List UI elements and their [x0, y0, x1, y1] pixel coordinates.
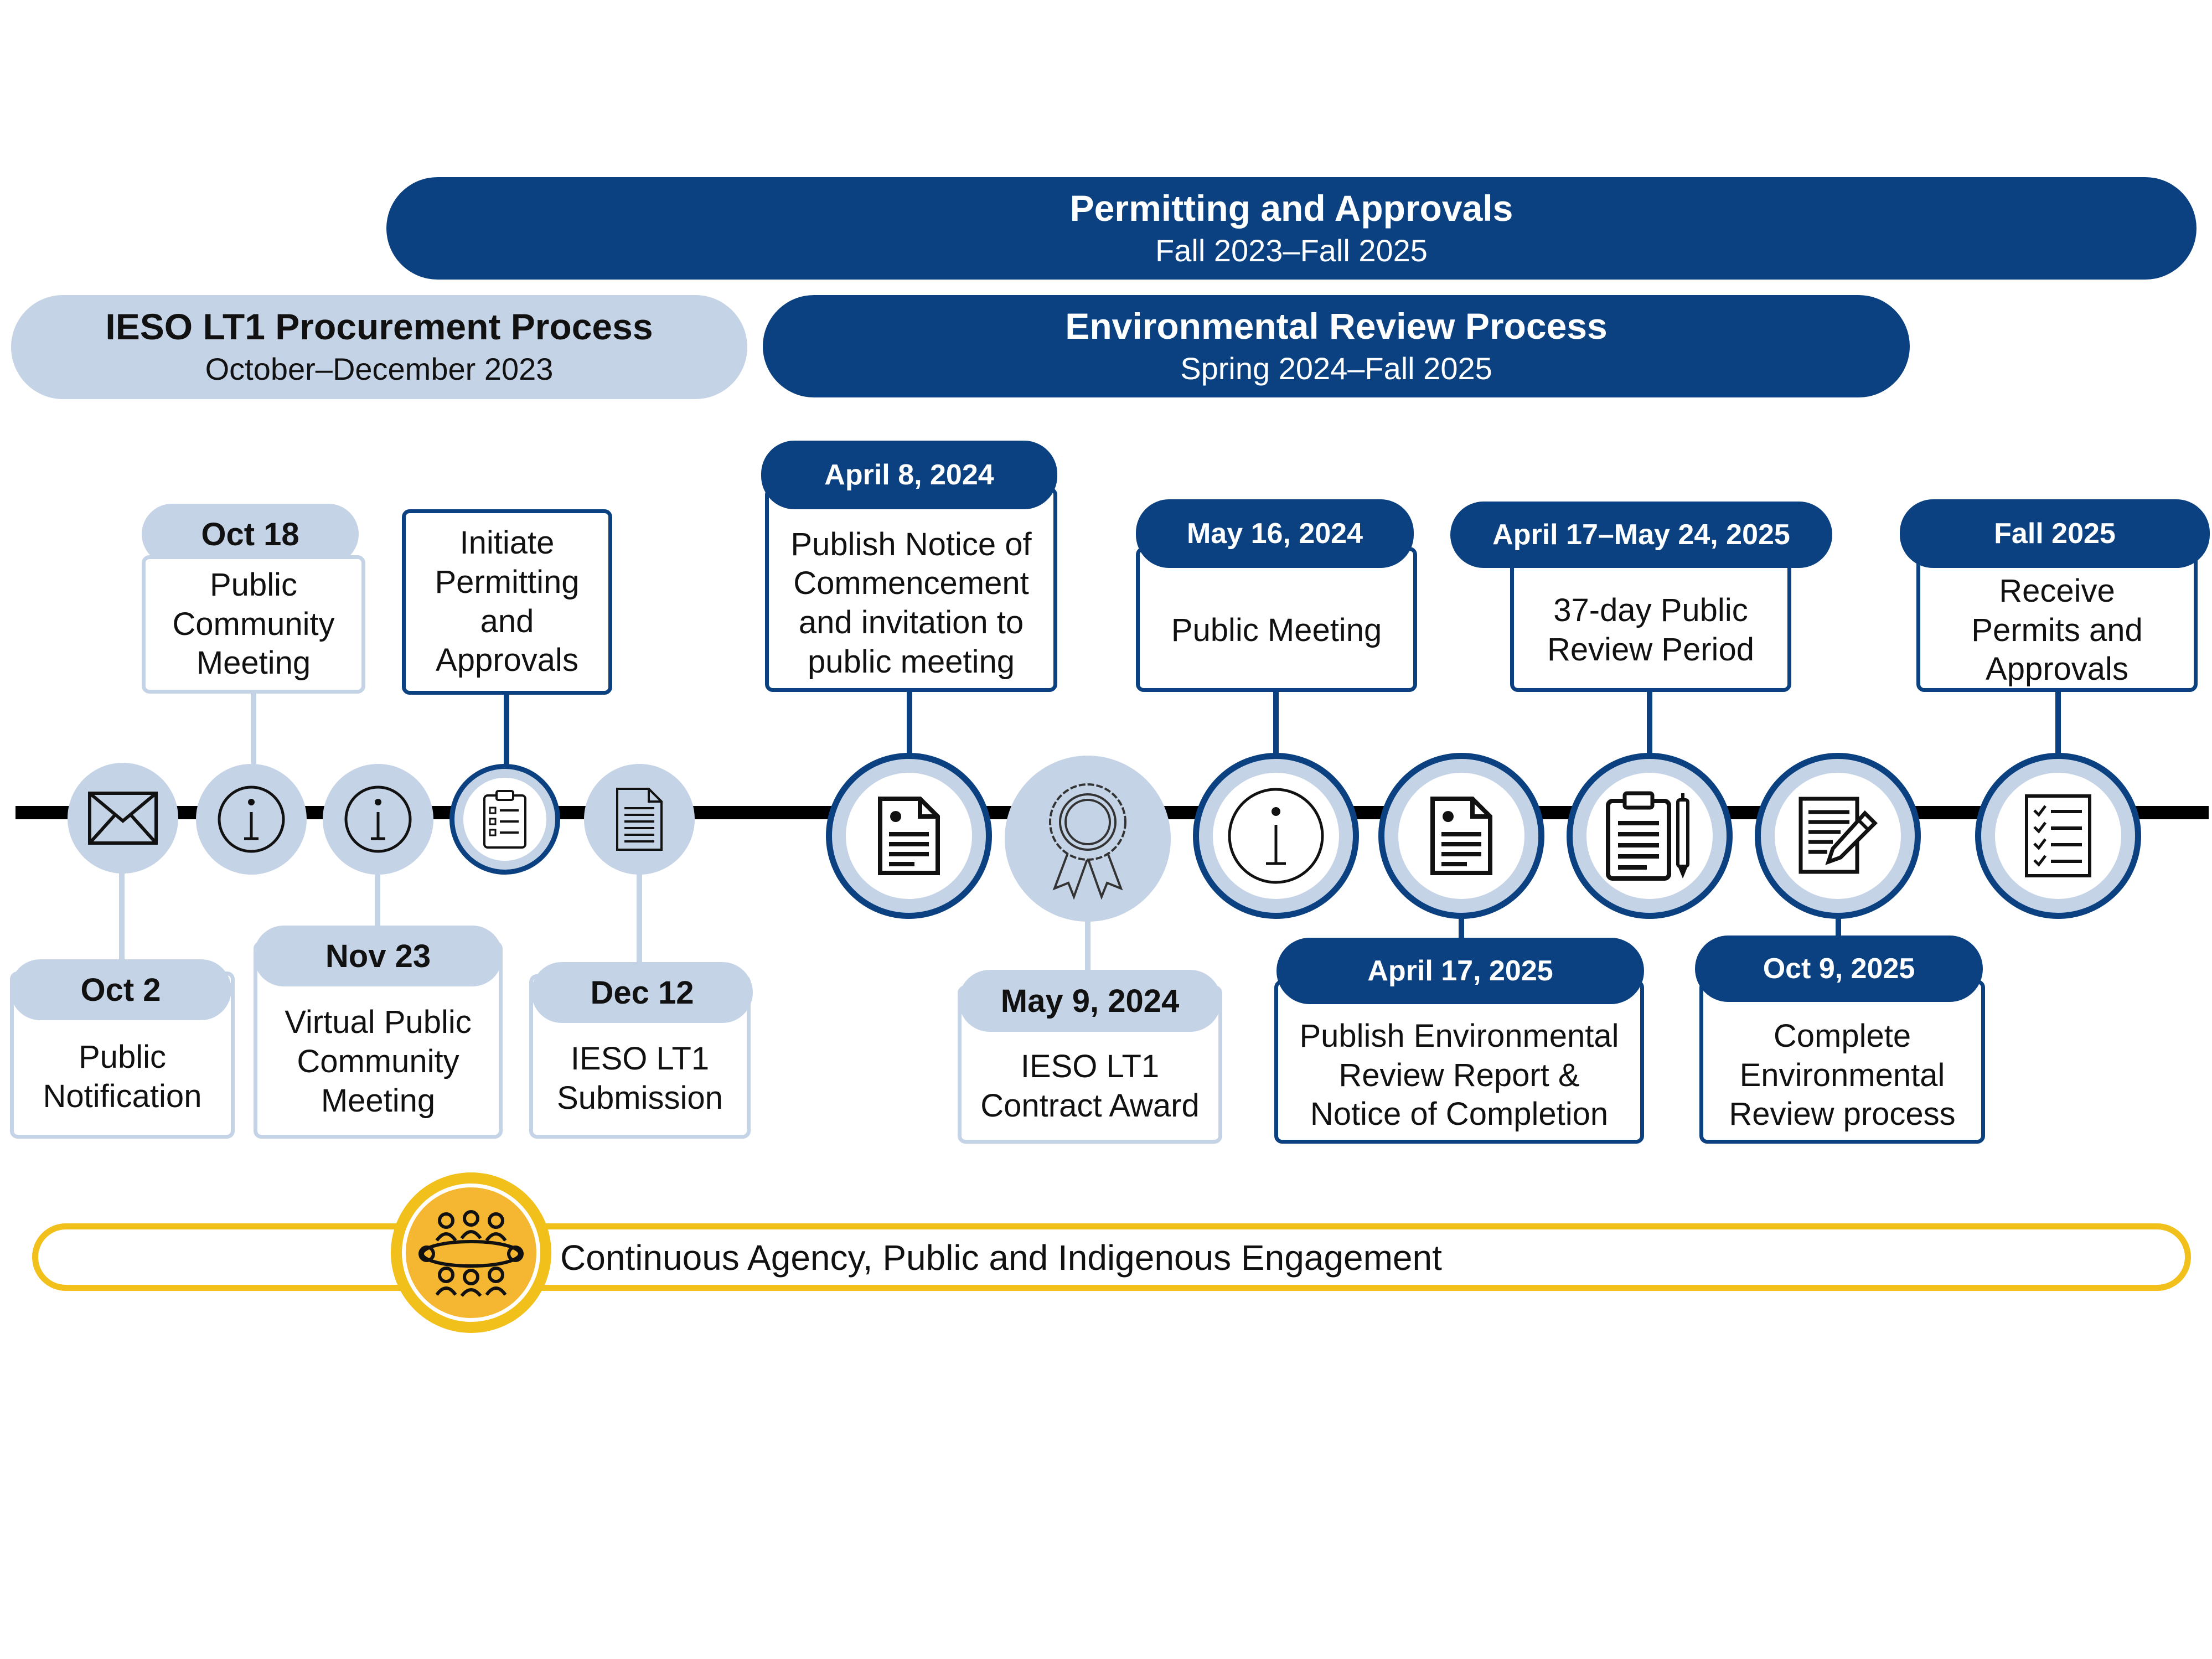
- milestone-node-oct18: [196, 764, 307, 875]
- milestone-node-oct2: [68, 763, 178, 874]
- info-icon: [1228, 788, 1324, 884]
- info-icon: [344, 785, 412, 853]
- award-ribbon-icon: [1049, 783, 1126, 900]
- milestone-box-apr17-2025: Publish Environmental Review Report & No…: [1274, 980, 1644, 1144]
- connector: [2055, 692, 2061, 758]
- engagement-text: Continuous Agency, Public and Indigenous…: [560, 1238, 1442, 1278]
- phase-title: IESO LT1 Procurement Process: [105, 306, 653, 348]
- milestone-box-review: 37-day Public Review Period: [1510, 547, 1791, 692]
- milestone-node-fall2025: [1975, 753, 2141, 919]
- milestone-date-oct2: Oct 2: [10, 959, 231, 1020]
- connector: [1836, 916, 1841, 944]
- milestone-node-oct9: [1755, 753, 1921, 919]
- node-inner: [1775, 773, 1901, 899]
- node-inner: [463, 778, 546, 861]
- milestone-text: Initiate Permitting and Approvals: [435, 525, 580, 679]
- phase-dates: Fall 2023–Fall 2025: [1155, 232, 1428, 268]
- connector: [1273, 692, 1279, 758]
- milestone-text: IESO LT1 Submission: [557, 1040, 723, 1116]
- connector: [1647, 692, 1652, 758]
- clipboard-pen-icon: [1605, 791, 1689, 881]
- milestone-date-may16: May 16, 2024: [1136, 499, 1414, 568]
- phase-title: Permitting and Approvals: [1069, 187, 1513, 229]
- milestone-node-may16: [1193, 753, 1359, 919]
- milestone-date-may9: May 9, 2024: [959, 970, 1221, 1032]
- phase-procurement: IESO LT1 Procurement Process October–Dec…: [11, 295, 747, 399]
- connector: [1459, 916, 1464, 944]
- milestone-text: Publish Notice of Commencement and invit…: [790, 526, 1032, 680]
- milestone-text: Public Notification: [43, 1039, 202, 1114]
- connector: [504, 692, 509, 769]
- engagement-icon-badge: [391, 1172, 551, 1333]
- milestone-text: Publish Environmental Review Report & No…: [1299, 1017, 1619, 1133]
- milestone-box-may16: Public Meeting: [1136, 547, 1417, 692]
- connector: [375, 869, 380, 936]
- milestone-box-oct18: Public Community Meeting: [142, 555, 365, 694]
- milestone-node-apr17-2025: [1378, 753, 1544, 919]
- node-inner: [1995, 773, 2121, 899]
- milestone-box-fall2025: Receive Permits and Approvals: [1916, 547, 2198, 692]
- milestone-text: Public Meeting: [1171, 612, 1382, 648]
- milestone-box-apr8: Publish Notice of Commencement and invit…: [765, 487, 1057, 692]
- connector: [251, 692, 256, 769]
- node-inner: [1398, 773, 1524, 899]
- milestone-node-apr8: [826, 753, 992, 919]
- milestone-date-oct9: Oct 9, 2025: [1695, 936, 1983, 1002]
- connector: [119, 868, 125, 968]
- milestone-text: Virtual Public Community Meeting: [285, 1004, 472, 1119]
- connector: [637, 869, 642, 963]
- milestone-box-oct9: Complete Environmental Review process: [1699, 980, 1985, 1144]
- milestone-text: IESO LT1 Contract Award: [980, 1048, 1200, 1124]
- milestone-node-dec12: [584, 764, 695, 875]
- phase-dates: Spring 2024–Fall 2025: [1180, 350, 1492, 386]
- phase-dates: October–December 2023: [205, 352, 554, 387]
- node-inner: [846, 773, 972, 899]
- document-icon: [616, 788, 663, 851]
- node-inner: [1586, 773, 1713, 899]
- document-edit-icon: [1798, 797, 1878, 874]
- milestone-date-dec12: Dec 12: [531, 962, 753, 1023]
- milestone-text: Complete Environmental Review process: [1729, 1017, 1956, 1133]
- engagement-bar: [32, 1223, 2191, 1291]
- milestone-date-oct18: Oct 18: [142, 504, 359, 565]
- connector: [907, 692, 912, 758]
- milestone-text: 37-day Public Review Period: [1547, 592, 1754, 668]
- milestone-date-nov23: Nov 23: [254, 926, 503, 986]
- document-icon: [877, 796, 940, 875]
- milestone-text: Receive Permits and Approvals: [1971, 572, 2143, 688]
- checklist-icon: [2024, 794, 2091, 877]
- document-icon: [1430, 796, 1492, 875]
- milestone-date-review: April 17–May 24, 2025: [1450, 502, 1832, 568]
- milestone-date-apr17-2025: April 17, 2025: [1276, 938, 1644, 1004]
- milestone-date-fall2025: Fall 2025: [1900, 499, 2210, 568]
- phase-permitting-approvals: Permitting and Approvals Fall 2023–Fall …: [386, 177, 2197, 280]
- milestone-node-may9: [1005, 756, 1171, 922]
- people-meeting-icon: [418, 1210, 524, 1297]
- milestone-text: Public Community Meeting: [172, 566, 335, 681]
- milestone-node-initiate: [449, 764, 560, 875]
- milestone-node-review: [1567, 753, 1733, 919]
- info-icon: [218, 785, 285, 853]
- phase-title: Environmental Review Process: [1065, 305, 1608, 347]
- envelope-icon: [88, 792, 158, 845]
- milestone-date-apr8: April 8, 2024: [761, 441, 1057, 509]
- connector: [1085, 919, 1091, 971]
- phase-environmental-review: Environmental Review Process Spring 2024…: [763, 295, 1910, 397]
- node-inner: [1213, 773, 1339, 899]
- engagement-icon-ring: [402, 1183, 540, 1322]
- milestone-box-initiate: Initiate Permitting and Approvals: [402, 509, 612, 695]
- clipboard-checklist-icon: [483, 789, 526, 849]
- milestone-node-nov23: [323, 764, 433, 875]
